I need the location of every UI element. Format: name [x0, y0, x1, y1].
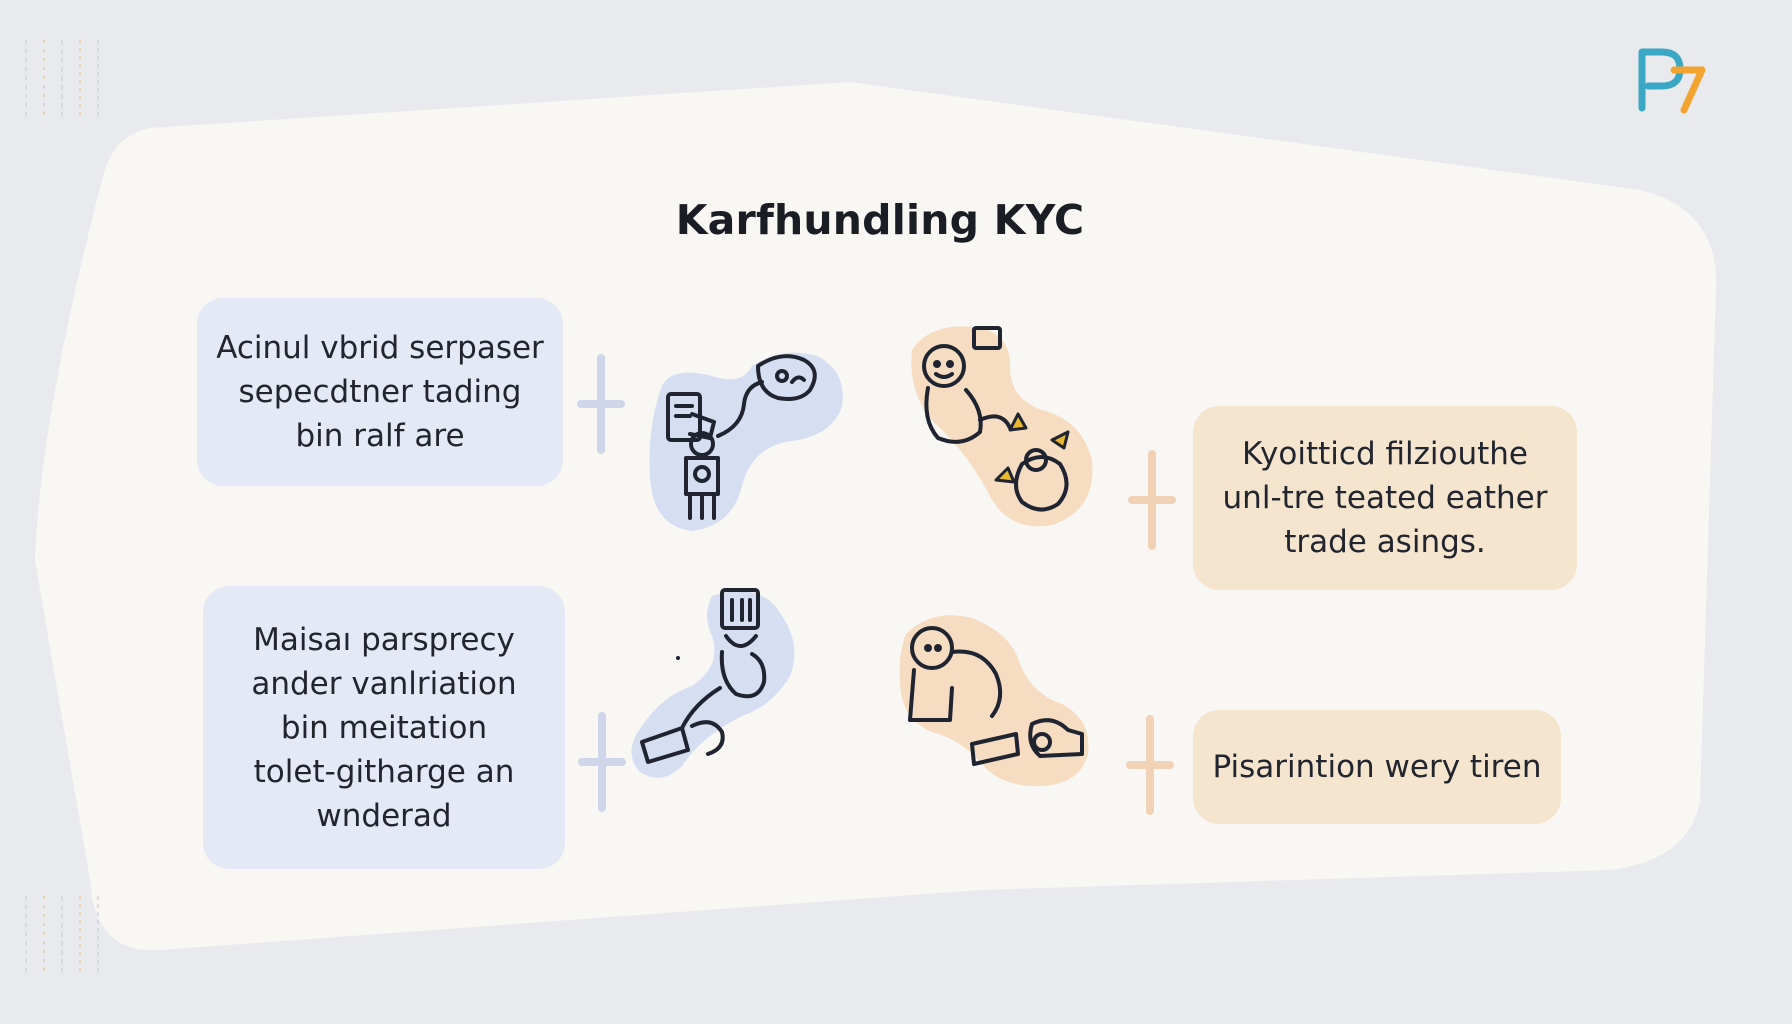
side-decoration-top — [25, 40, 99, 116]
plus-connector-2 — [578, 712, 626, 812]
plus-connector-1 — [577, 354, 625, 454]
person-exchanging-cash-icon — [899, 615, 1089, 787]
kyc-card-4-text: Pisarintion wery tiren — [1212, 749, 1542, 785]
person-with-document-and-coins-icon — [911, 326, 1093, 527]
kyc-card-1-text: Acinul vbrid serpaser sepecdtner tading … — [216, 330, 544, 454]
person-with-id-document-icon — [649, 352, 843, 531]
page-title: Karfhundling KYC — [675, 196, 1085, 244]
person-with-laptop-and-certificate-icon — [631, 588, 795, 778]
kyc-card-3: Kyoitticd filziouthe unl-tre teated eath… — [1193, 406, 1577, 590]
kyc-card-4: Pisarintion wery tiren — [1193, 710, 1561, 824]
logo — [1638, 48, 1706, 114]
kyc-card-1: Acinul vbrid serpaser sepecdtner tading … — [197, 298, 563, 486]
side-decoration-bottom — [25, 896, 99, 972]
kyc-card-2: Maisaı parsprecy ander vanlriation bin m… — [203, 586, 565, 869]
kyc-card-3-text: Kyoitticd filziouthe unl-tre teated eath… — [1222, 436, 1548, 560]
kyc-card-2-text: Maisaı parsprecy ander vanlriation bin m… — [251, 621, 517, 834]
plus-connector-3 — [1128, 450, 1176, 550]
plus-connector-4 — [1126, 715, 1174, 815]
